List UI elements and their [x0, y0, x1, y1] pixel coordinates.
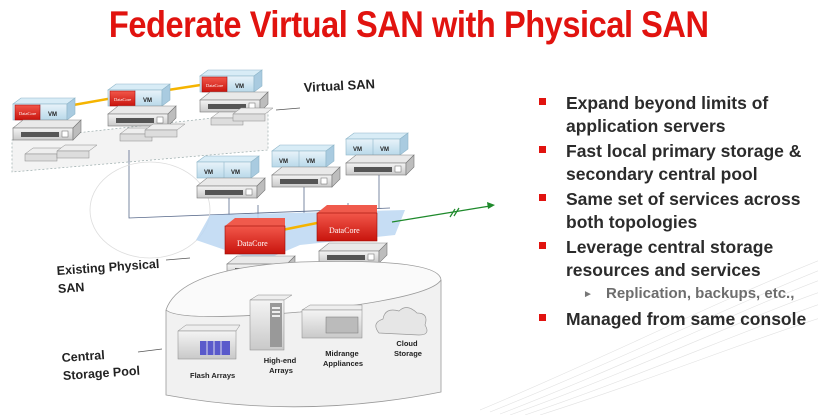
- vm-label: VM: [231, 170, 240, 176]
- san-diagram: DataCore VM DataCore VM DataCore VM Virt…: [11, 69, 495, 408]
- bullet-item: Expand beyond limits of application serv…: [536, 92, 818, 138]
- cloud-icon: [375, 307, 428, 336]
- bullet-item: Fast local primary storage & secondary c…: [536, 140, 818, 186]
- high-end-array-icon: [249, 294, 293, 351]
- leader-line: [275, 107, 301, 111]
- label-line: Cloud: [396, 339, 418, 348]
- bullet-item: Same set of services across both topolog…: [536, 188, 818, 234]
- bullet-text: Replication, backups, etc.,: [606, 285, 795, 302]
- bullet-square-icon: [539, 146, 546, 153]
- bullet-square-icon: [539, 242, 546, 249]
- bullet-item: Managed from same console: [536, 308, 818, 331]
- sub-bullet-item: ► Replication, backups, etc.,: [536, 284, 818, 304]
- label-line: Storage: [394, 349, 422, 358]
- bullet-text: Expand beyond limits of application serv…: [566, 93, 769, 136]
- mirror-link: [281, 220, 323, 232]
- leader-line: [137, 348, 163, 353]
- device-label-cloud: Cloud Storage: [394, 339, 422, 358]
- bullet-square-icon: [539, 314, 546, 321]
- vm-label: VM: [306, 159, 315, 165]
- existing-physical-san-label: Existing Physical SAN: [56, 257, 164, 296]
- label-line: High-end: [264, 356, 297, 365]
- label-line: Arrays: [269, 366, 293, 375]
- virtual-san-host: DataCore VM: [199, 69, 269, 113]
- vm-label: VM: [143, 98, 152, 104]
- virtual-san-host: DataCore VM: [107, 83, 177, 127]
- label-line: Existing Physical: [56, 257, 160, 278]
- datacore-logo: DataCore: [206, 83, 223, 88]
- vm-label: VM: [204, 170, 213, 176]
- vm-label: VM: [279, 159, 288, 165]
- slide-title: Federate Virtual SAN with Physical SAN: [109, 4, 709, 45]
- central-storage-pool: [165, 260, 442, 408]
- bullet-text: Leverage central storage resources and s…: [566, 237, 774, 280]
- label-line: Central: [61, 348, 105, 365]
- label-line: SAN: [57, 280, 84, 296]
- app-host: VM VM: [196, 155, 266, 199]
- bullet-triangle-icon: ►: [583, 289, 593, 300]
- vm-label: VM: [48, 112, 57, 118]
- device-label-highend: High-end Arrays: [264, 356, 299, 375]
- bullet-text: Same set of services across both topolog…: [566, 189, 801, 232]
- bullet-text: Managed from same console: [566, 309, 807, 329]
- central-storage-pool-label: Central Storage Pool: [61, 346, 140, 383]
- flash-array-icon: [177, 324, 241, 360]
- datacore-logo: DataCore: [329, 226, 360, 235]
- bullet-item: Leverage central storage resources and s…: [536, 236, 818, 282]
- app-host: VM VM: [271, 144, 341, 188]
- leader-line: [165, 257, 191, 261]
- virtual-san-label: Virtual SAN: [303, 76, 375, 95]
- bullet-list: Expand beyond limits of application serv…: [536, 92, 818, 333]
- bullet-text: Fast local primary storage & secondary c…: [566, 141, 802, 184]
- background-swoosh: [480, 260, 818, 415]
- device-label-midrange: Midrange Appliances: [323, 349, 363, 368]
- topology-ellipse: [89, 161, 211, 259]
- vm-label: VM: [380, 147, 389, 153]
- midrange-appliance-icon: [301, 304, 363, 339]
- label-line: Storage Pool: [62, 364, 140, 383]
- bullet-square-icon: [539, 98, 546, 105]
- datacore-logo: DataCore: [114, 97, 131, 102]
- label-line: Appliances: [323, 359, 363, 368]
- vm-label: VM: [353, 147, 362, 153]
- device-label-flash: Flash Arrays: [190, 371, 235, 380]
- wan-arrow: [391, 202, 495, 223]
- datacore-logo: DataCore: [19, 111, 36, 116]
- bullet-square-icon: [539, 194, 546, 201]
- virtual-san-host: DataCore VM: [12, 97, 82, 141]
- label-line: Midrange: [325, 349, 358, 358]
- vm-label: VM: [235, 84, 244, 90]
- datacore-appliance: DataCore: [316, 205, 388, 264]
- datacore-appliance: DataCore: [224, 218, 296, 277]
- datacore-logo: DataCore: [237, 239, 268, 248]
- app-host: VM VM: [345, 132, 415, 176]
